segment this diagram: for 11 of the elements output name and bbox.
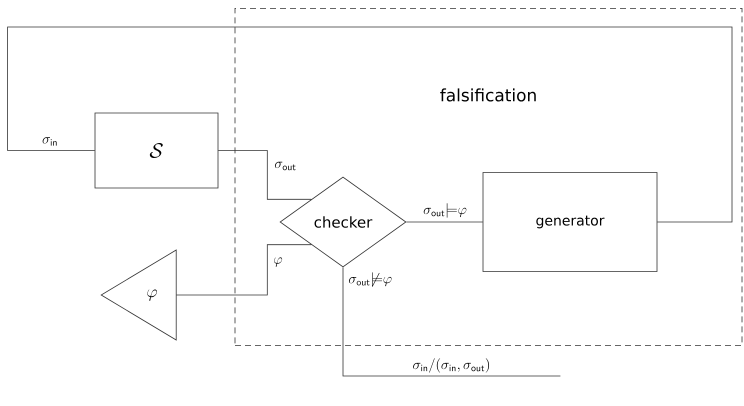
edge-label: $\sigma_{\mathsf{out}}{\not\models}\varphi$ [348,272,392,287]
connector [7,26,732,222]
edge-label: $\sigma_{\mathsf{out}}$ [274,162,296,170]
edge-label: $\sigma_{\mathsf{out}}{\models}\varphi$ [424,203,466,218]
output-label: $\sigma_{\mathsf{in}}/(\sigma_{\mathsf{in}},\sigma_{\mathsf{out}})$ [413,358,490,373]
connector [218,150,312,200]
edge-label: $\sigma_{\mathsf{in}}$ [42,137,57,146]
process-box: $\mathcal{S}$ [94,112,218,188]
process-box: generator [482,172,658,272]
connector [342,267,561,376]
connector [176,244,312,296]
